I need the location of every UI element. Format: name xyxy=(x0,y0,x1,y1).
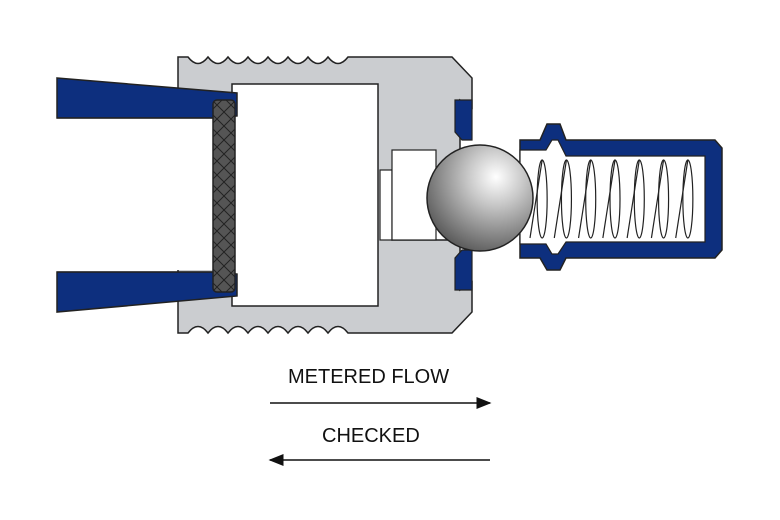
spring-coil-back xyxy=(553,159,568,239)
spring-housing xyxy=(519,123,723,271)
check-ball xyxy=(426,144,534,252)
spring-coil-back xyxy=(577,159,592,239)
valve-inner-chamber xyxy=(231,83,379,307)
spring-coil xyxy=(585,159,597,239)
spring-coil xyxy=(609,159,621,239)
seat-seals xyxy=(454,99,473,291)
spring-housing-bore xyxy=(519,139,706,255)
checked-label: CHECKED xyxy=(322,425,420,447)
spring-coil xyxy=(657,159,670,239)
spring-coil-back xyxy=(675,159,689,239)
lower-seat-seal xyxy=(454,249,473,291)
spring-coil xyxy=(560,159,573,239)
spring-coil-back xyxy=(529,159,543,239)
spring-coil-back xyxy=(626,159,640,239)
spring xyxy=(529,159,694,239)
spring-coil-back xyxy=(650,159,665,239)
tube xyxy=(56,77,238,313)
seal-ring xyxy=(212,99,236,293)
upper-seat-seal xyxy=(454,99,473,141)
spring-coil xyxy=(536,159,548,239)
valve-orifice xyxy=(379,169,393,241)
spring-coil xyxy=(682,159,694,239)
spring-coil xyxy=(633,159,645,239)
spring-coil-back xyxy=(602,159,616,239)
metered-flow-label: METERED FLOW xyxy=(288,366,450,388)
tube-bore xyxy=(57,118,237,270)
